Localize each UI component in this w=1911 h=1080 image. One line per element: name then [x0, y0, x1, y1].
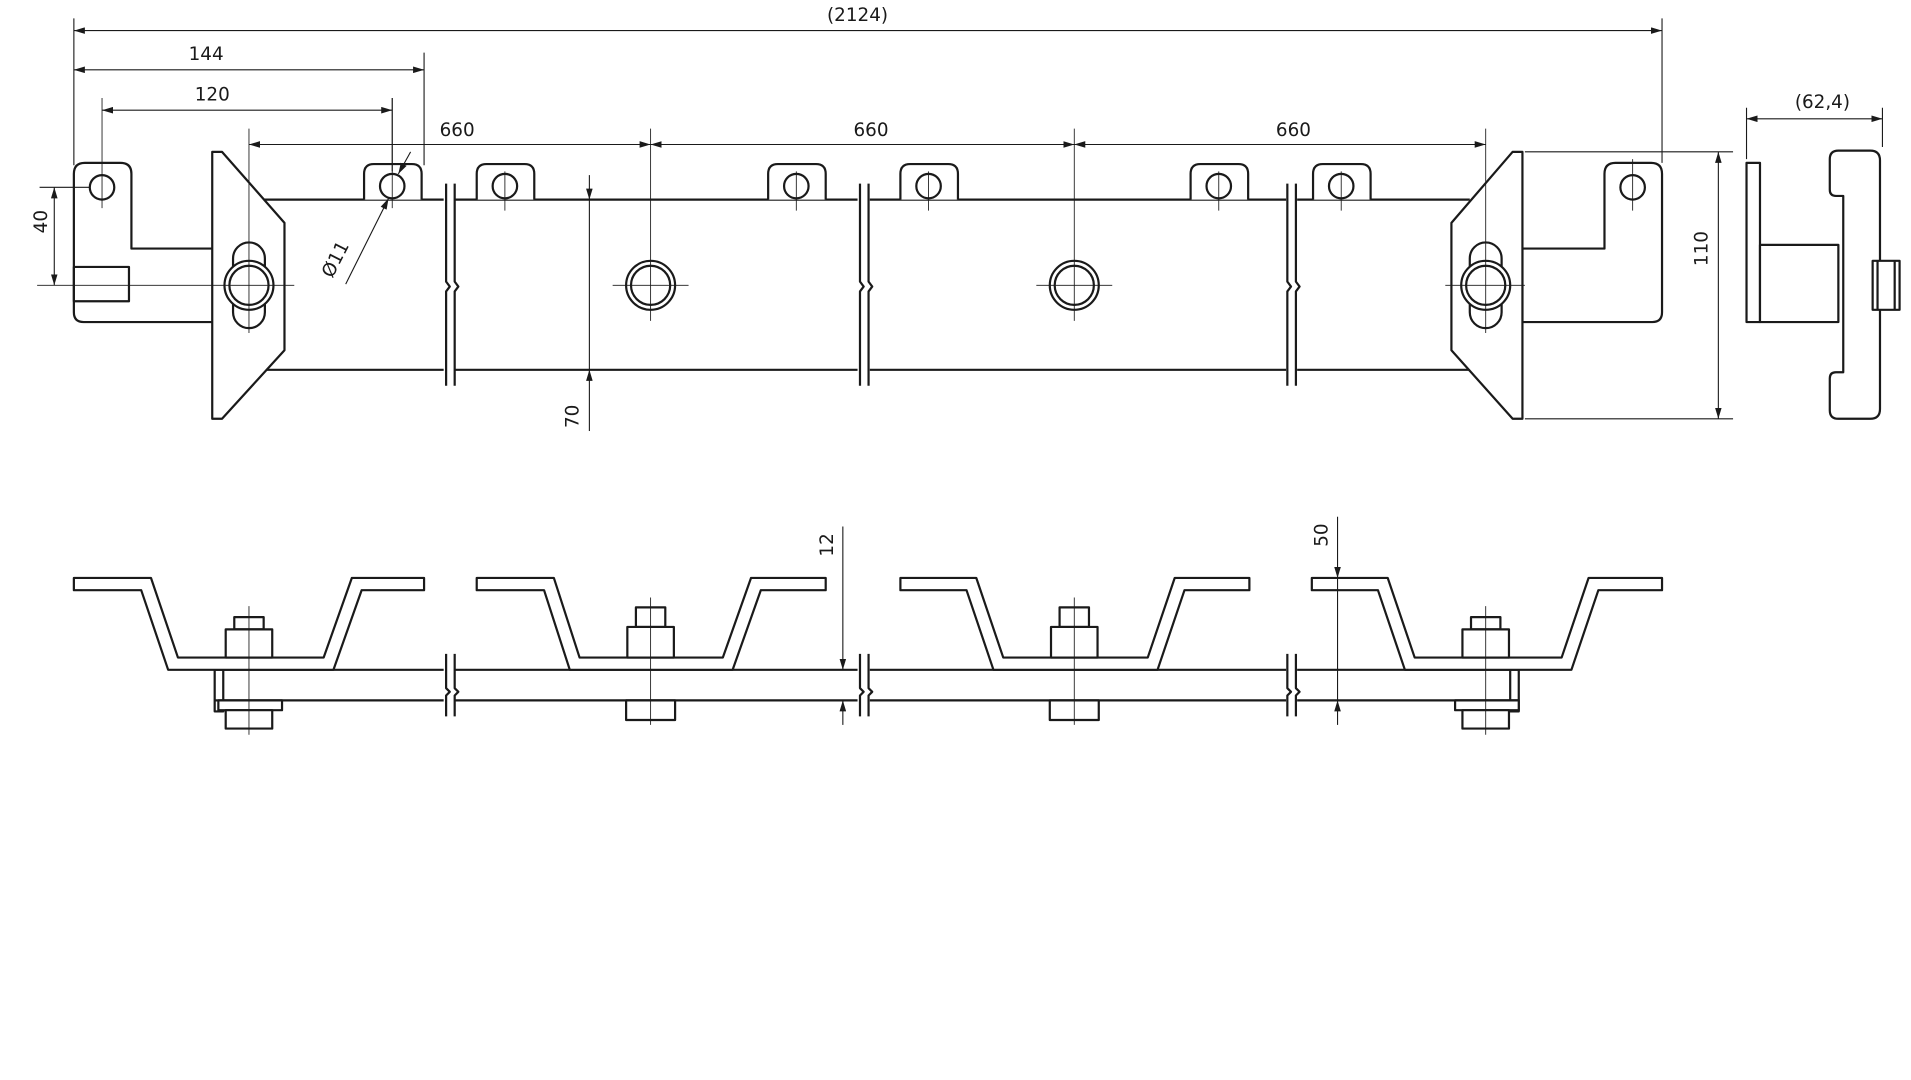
mounting-tabs — [362, 162, 1372, 200]
main-bar — [263, 183, 1470, 386]
dim-70: 70 — [562, 405, 583, 428]
left-end-bracket — [72, 150, 286, 420]
dim-12: 12 — [817, 533, 838, 556]
dim-overall-length: (2124) — [827, 5, 888, 26]
dim-depth: (62,4) — [1795, 92, 1850, 113]
side-view: (62,4) — [1745, 92, 1901, 420]
center-lines — [37, 97, 1634, 334]
dim-50: 50 — [1312, 523, 1333, 546]
dim-110: 110 — [1691, 231, 1712, 266]
top-view: (2124) 144 120 660 660 660 40 Ø11 70 110 — [31, 5, 1734, 432]
bottom-bar — [213, 653, 1520, 717]
dim-660-3: 660 — [1276, 120, 1311, 141]
dim-hole-diameter: Ø11 — [318, 238, 354, 281]
dim-144: 144 — [189, 44, 224, 65]
dimensions-bottom: 12 50 — [817, 516, 1341, 725]
dim-660-1: 660 — [440, 120, 475, 141]
dim-40: 40 — [31, 210, 52, 233]
break-marks — [445, 183, 1301, 386]
bolts — [217, 597, 1520, 735]
dim-120: 120 — [195, 84, 230, 105]
bottom-view: 12 50 — [72, 516, 1664, 735]
dim-660-2: 660 — [853, 120, 888, 141]
z-brackets — [72, 576, 1664, 671]
